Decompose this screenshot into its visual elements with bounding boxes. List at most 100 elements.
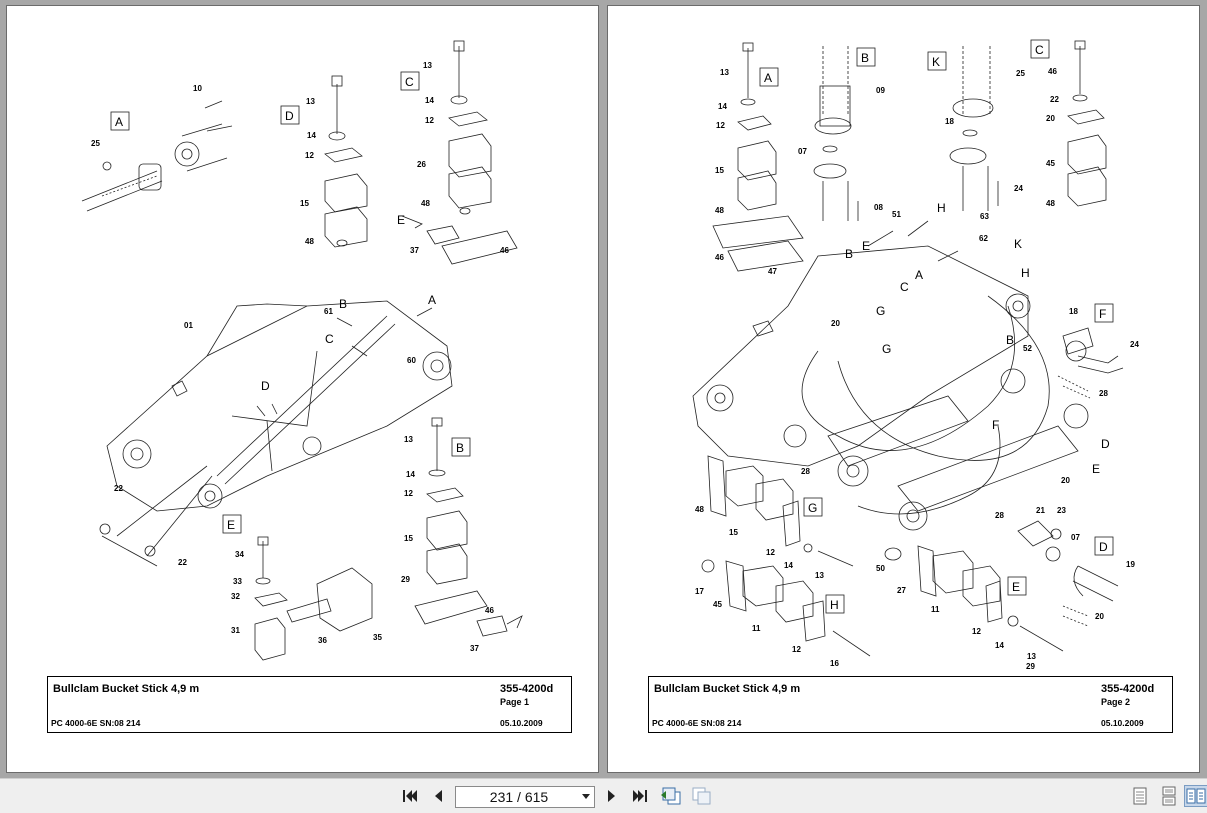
detail-letter: E bbox=[397, 213, 405, 227]
detail-letter: B bbox=[339, 297, 347, 311]
part-number: 19 bbox=[1126, 560, 1135, 569]
part-number: 21 bbox=[1036, 506, 1045, 515]
part-number: 29 bbox=[1026, 662, 1035, 671]
parts-drawing-page-1: 10 25 13 14 12 15 48 13 14 12 26 48 37 4… bbox=[81, 40, 523, 661]
page-number-select[interactable]: 231 / 615 bbox=[455, 786, 595, 808]
next-page-button[interactable] bbox=[600, 785, 624, 807]
part-number: 18 bbox=[1069, 307, 1078, 316]
detail-letter: D bbox=[285, 109, 294, 123]
detail-letter: A bbox=[915, 268, 923, 282]
part-number: 62 bbox=[979, 234, 988, 243]
facing-pages-view-icon bbox=[1186, 788, 1206, 804]
part-number: 37 bbox=[410, 246, 419, 255]
document-page-2: 13 14 12 15 48 46 47 09 07 08 25 18 24 4… bbox=[607, 5, 1200, 773]
detail-letter: G bbox=[882, 342, 891, 356]
single-page-view-icon bbox=[1133, 787, 1147, 805]
part-number: 15 bbox=[300, 199, 309, 208]
detail-letter: B bbox=[456, 441, 464, 455]
previous-page-button[interactable] bbox=[426, 785, 450, 807]
part-number: 48 bbox=[695, 505, 704, 514]
page-label: Page 2 bbox=[1101, 697, 1131, 707]
part-number: 29 bbox=[401, 575, 410, 584]
continuous-view-button[interactable] bbox=[1157, 785, 1181, 807]
detail-letter: H bbox=[1021, 266, 1030, 280]
part-number: 63 bbox=[980, 212, 989, 221]
part-number: 28 bbox=[1099, 389, 1108, 398]
detail-letter: E bbox=[862, 239, 870, 253]
title-block: Bullclam Bucket Stick 4,9 m 355-4200d Pa… bbox=[47, 676, 572, 733]
detail-letter: E bbox=[1092, 462, 1100, 476]
part-number: 13 bbox=[720, 68, 729, 77]
detail-letter: F bbox=[992, 418, 999, 432]
part-number: 10 bbox=[193, 84, 202, 93]
part-number: 48 bbox=[421, 199, 430, 208]
detail-letter: H bbox=[830, 598, 839, 612]
document-date: 05.10.2009 bbox=[500, 718, 543, 728]
detail-letter: G bbox=[808, 501, 817, 515]
facing-pages-view-button[interactable] bbox=[1184, 785, 1207, 807]
part-number: 20 bbox=[831, 319, 840, 328]
previous-view-icon bbox=[661, 787, 681, 805]
next-page-icon bbox=[608, 790, 615, 802]
part-number: 14 bbox=[995, 641, 1004, 650]
part-number: 51 bbox=[892, 210, 901, 219]
detail-letter: A bbox=[428, 293, 436, 307]
part-number: 48 bbox=[715, 206, 724, 215]
document-date: 05.10.2009 bbox=[1101, 718, 1144, 728]
detail-letter: F bbox=[1099, 307, 1106, 321]
part-number: 12 bbox=[305, 151, 314, 160]
part-number: 08 bbox=[874, 203, 883, 212]
part-number: 18 bbox=[945, 117, 954, 126]
part-number: 12 bbox=[766, 548, 775, 557]
part-number: 46 bbox=[715, 253, 724, 262]
detail-letter: G bbox=[876, 304, 885, 318]
part-number: 15 bbox=[729, 528, 738, 537]
document-viewer: 10 25 13 14 12 15 48 13 14 12 26 48 37 4… bbox=[0, 0, 1207, 778]
detail-letter: B bbox=[861, 51, 869, 65]
part-number: 14 bbox=[307, 131, 316, 140]
part-number: 12 bbox=[425, 116, 434, 125]
next-view-button[interactable] bbox=[689, 785, 713, 807]
part-number: 36 bbox=[318, 636, 327, 645]
part-number: 33 bbox=[233, 577, 242, 586]
document-page-1: 10 25 13 14 12 15 48 13 14 12 26 48 37 4… bbox=[6, 5, 599, 773]
detail-letter: H bbox=[937, 201, 946, 215]
chevron-down-icon bbox=[582, 794, 590, 799]
part-number: 35 bbox=[373, 633, 382, 642]
detail-letter: D bbox=[1101, 437, 1110, 451]
first-page-button[interactable] bbox=[398, 785, 422, 807]
page-number-value: 231 / 615 bbox=[489, 789, 549, 805]
detail-letter: K bbox=[1014, 237, 1022, 251]
part-number: 34 bbox=[235, 550, 244, 559]
part-number: 17 bbox=[695, 587, 704, 596]
detail-letter: E bbox=[1012, 580, 1020, 594]
part-number: 22 bbox=[178, 558, 187, 567]
part-number: 15 bbox=[404, 534, 413, 543]
single-page-view-button[interactable] bbox=[1128, 785, 1152, 807]
part-number: 28 bbox=[801, 467, 810, 476]
last-page-button[interactable] bbox=[628, 785, 652, 807]
detail-letter: C bbox=[900, 280, 909, 294]
part-number: 15 bbox=[715, 166, 724, 175]
parts-drawing-page-2: 13 14 12 15 48 46 47 09 07 08 25 18 24 4… bbox=[692, 39, 1139, 671]
part-number: 20 bbox=[1095, 612, 1104, 621]
part-number: 24 bbox=[1130, 340, 1139, 349]
part-number: 14 bbox=[425, 96, 434, 105]
detail-letter: C bbox=[1035, 43, 1044, 57]
part-number: 22 bbox=[114, 484, 123, 493]
detail-letter: C bbox=[325, 332, 334, 346]
part-number: 13 bbox=[404, 435, 413, 444]
detail-letter: A bbox=[764, 71, 772, 85]
previous-view-button[interactable] bbox=[659, 785, 683, 807]
part-number: 46 bbox=[485, 606, 494, 615]
part-number: 07 bbox=[1071, 533, 1080, 542]
part-number: 61 bbox=[324, 307, 333, 316]
part-number: 12 bbox=[972, 627, 981, 636]
part-number: 28 bbox=[995, 511, 1004, 520]
drawing-title: Bullclam Bucket Stick 4,9 m bbox=[53, 683, 200, 695]
part-number: 13 bbox=[1027, 652, 1036, 661]
first-page-icon bbox=[403, 790, 417, 802]
part-number: 60 bbox=[407, 356, 416, 365]
detail-letter: E bbox=[227, 518, 235, 532]
part-number: 14 bbox=[718, 102, 727, 111]
